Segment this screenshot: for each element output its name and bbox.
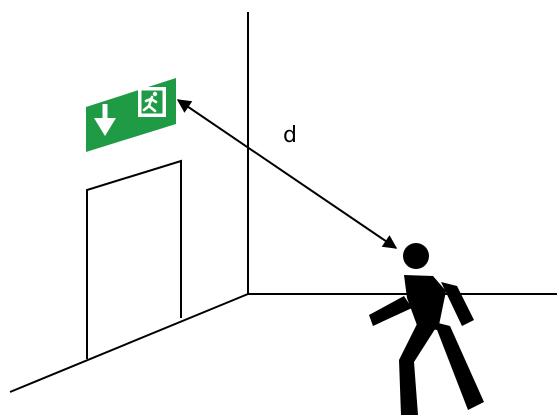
exit-sign [86, 78, 176, 152]
room-lines [9, 12, 557, 393]
person-head [403, 243, 429, 269]
down-arrow-icon [94, 104, 116, 136]
distance-arrow [176, 99, 398, 249]
person-torso [404, 275, 446, 330]
floor-left-line [9, 293, 249, 393]
distance-label: d [283, 123, 297, 148]
running-man-exit-icon [138, 87, 166, 117]
person-front-arm [441, 282, 474, 326]
door [86, 159, 182, 359]
walking-person-icon [369, 243, 484, 415]
person-back-leg [399, 320, 437, 415]
person-front-leg [434, 322, 484, 410]
door-frame [86, 159, 182, 359]
person-back-arm [369, 296, 412, 326]
